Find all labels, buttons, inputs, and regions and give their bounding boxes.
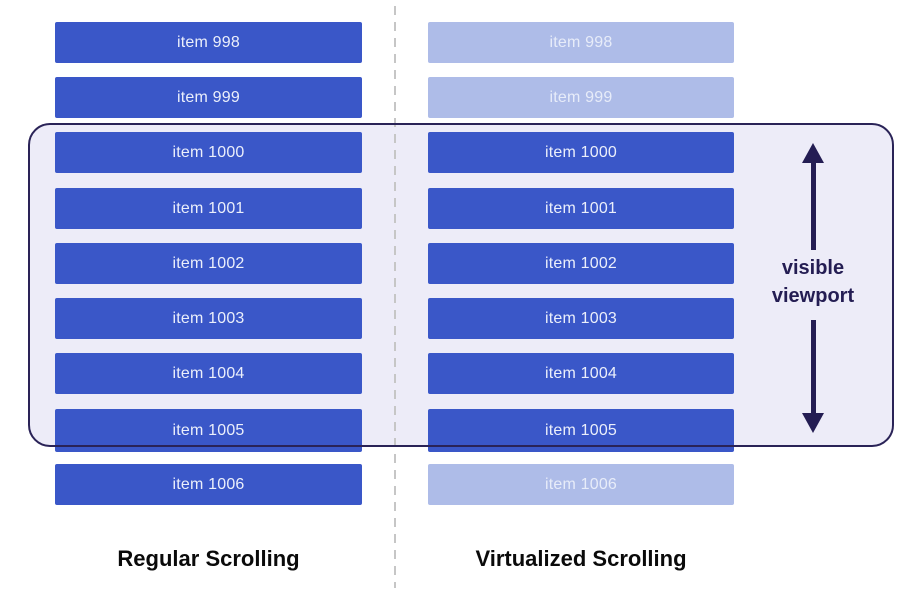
item-bar: item 1005 [55,409,362,452]
item-bar: item 1003 [428,298,734,339]
viewport-label-line1: visible [781,257,845,279]
viewport-label: visible viewport [748,254,878,310]
item-bar-virtualized: item 999 [428,77,734,118]
item-bar: item 1001 [428,188,734,229]
item-bar-virtualized: item 1006 [428,464,734,505]
column-divider-dashed-line [394,6,396,588]
item-bar: item 1002 [55,243,362,284]
arrow-down-shaft [811,320,816,414]
item-bar: item 1004 [428,353,734,394]
item-bar: item 1001 [55,188,362,229]
item-bar: item 1000 [428,132,734,173]
item-bar: item 1000 [55,132,362,173]
item-bar: item 1003 [55,298,362,339]
item-bar: item 1006 [55,464,362,505]
item-bar: item 999 [55,77,362,118]
caption-regular-scrolling: Regular Scrolling [117,546,300,571]
viewport-label-line2: viewport [771,285,855,307]
arrow-up-icon [802,143,824,163]
arrow-down-icon [802,413,824,433]
item-bar: item 1005 [428,409,734,452]
item-bar: item 1004 [55,353,362,394]
arrow-up-shaft [811,161,816,250]
item-bar: item 998 [55,22,362,63]
item-bar: item 1002 [428,243,734,284]
caption-virtualized-scrolling: Virtualized Scrolling [475,546,687,571]
item-bar-virtualized: item 998 [428,22,734,63]
